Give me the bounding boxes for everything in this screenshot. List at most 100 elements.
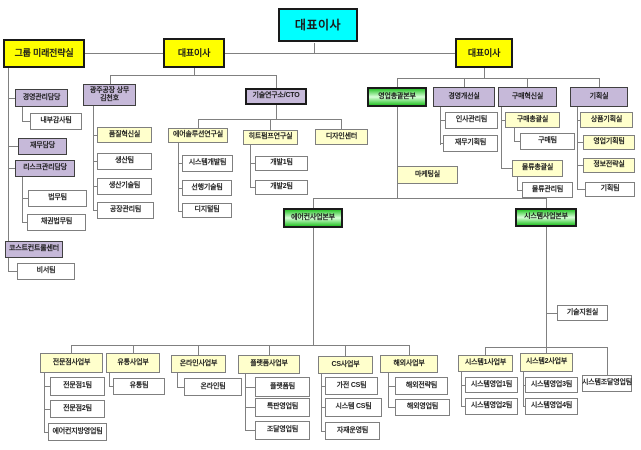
connector-line [93,161,97,162]
connector-line [110,75,276,76]
appliance-cs-team: 가전 CS팀 [325,377,378,395]
connector-line [313,198,546,199]
platform-team: 플랫폼팀 [255,377,310,397]
connector-line [269,345,270,355]
sys-sales4-team: 시스템영업4팀 [525,398,578,415]
platform-bu: 플랫폼사업부 [238,355,300,374]
sys2-bu: 시스템2사업부 [520,353,573,372]
group-strategy: 그룹 미래전략실 [3,39,85,68]
connector-line [464,78,465,87]
connector-line [388,373,389,408]
ceo-top: 대표이사 [278,8,358,42]
connector-line [44,373,45,432]
logistics-mgmt: 물류관리팀 [522,182,573,198]
connector-line [577,107,578,190]
connector-line [514,141,520,142]
connector-line [546,198,547,208]
credit-legal-team: 채권법무팀 [27,214,86,231]
connector-line [250,187,255,188]
connector-line [177,387,184,388]
sys-procurement: 시스템조달영업팀 [582,375,632,392]
connector-line [178,163,182,164]
franchise1-team: 전문점1팀 [50,377,105,396]
marketing-office: 마케팅실 [397,166,458,184]
connector-line [345,345,346,356]
connector-line [250,145,251,188]
connector-line [8,98,15,99]
advanced-tech-team: 선행기술팀 [182,180,232,196]
sys-sales1-team: 시스템영업1팀 [465,377,518,393]
production-team: 생산팀 [97,153,152,170]
system-dev-team: 시스템개발팀 [182,155,233,172]
connector-line [388,386,395,387]
overseas-sales: 해외영업팀 [395,399,450,416]
procurement-sales: 조달영업팀 [255,421,310,440]
connector-line [523,372,524,407]
connector-line [321,431,325,432]
production-tech: 생산기술팀 [97,178,152,195]
connector-line [321,407,325,408]
purchase-innovation: 구매혁신실 [498,87,557,107]
tech-support: 기술지원실 [557,305,608,321]
connector-line [397,107,398,198]
connector-line [245,387,255,388]
cost-control: 코스트컨트롤센터 [5,241,63,258]
special-sales-team: 특판영업팀 [255,398,310,417]
overseas-bu: 해외사업부 [380,355,438,373]
finance: 재무담당 [18,138,67,155]
connector-line [133,345,134,353]
connector-line [546,227,547,347]
retail-team: 유통팀 [113,378,165,395]
connector-line [546,347,547,353]
connector-line [461,372,462,407]
connector-line [440,107,441,145]
planning-team: 기획팀 [585,182,635,197]
quality-innovation: 품질혁신실 [97,127,152,143]
connector-line [577,189,585,190]
finance-planning: 재무기획팀 [443,135,498,152]
connector-line [250,163,255,164]
purchase-team: 구매팀 [520,133,575,150]
overseas-strategy: 해외전략팀 [395,377,448,395]
connector-line [599,78,600,87]
connector-line [93,210,97,211]
connector-line [8,68,9,272]
connector-line [501,120,505,121]
connector-line [501,168,512,169]
product-planning: 상품기획실 [580,112,633,128]
connector-line [461,385,465,386]
connector-line [523,385,525,386]
connector-line [22,107,23,122]
connector-line [517,190,522,191]
connector-line [314,43,315,53]
connector-line [409,345,410,355]
planning-office: 기획실 [570,87,628,107]
connector-line [527,78,528,87]
cto: 기술연구소/CTO [245,88,307,105]
dev2-team: 개발2팀 [255,180,308,195]
connector-line [313,198,314,208]
connector-line [514,128,515,142]
secretary-team: 비서팀 [17,263,75,280]
legal-team: 법무팀 [28,190,87,207]
sales-planning: 영업기획팀 [583,135,635,150]
connector-line [8,168,15,169]
connector-line [245,407,255,408]
franchise2-team: 전문점2팀 [50,400,105,418]
online-bu: 온라인사업부 [171,355,226,373]
connector-line [577,120,580,121]
franchise-bu: 전문점사업부 [40,353,103,373]
connector-line [8,271,17,272]
connector-line [22,222,27,223]
connector-line [93,186,97,187]
connector-line [523,406,525,407]
aircon-division: 에어컨사업본부 [283,208,343,228]
air-solution-lab: 에어솔루션연구실 [168,128,228,143]
internal-audit: 내부감사팀 [30,113,82,130]
retail-bu: 유통사업부 [106,353,160,373]
connector-line [178,143,179,212]
connector-line [194,68,195,75]
sales-hq: 영업총괄본부 [367,87,427,107]
connector-line [93,106,94,211]
